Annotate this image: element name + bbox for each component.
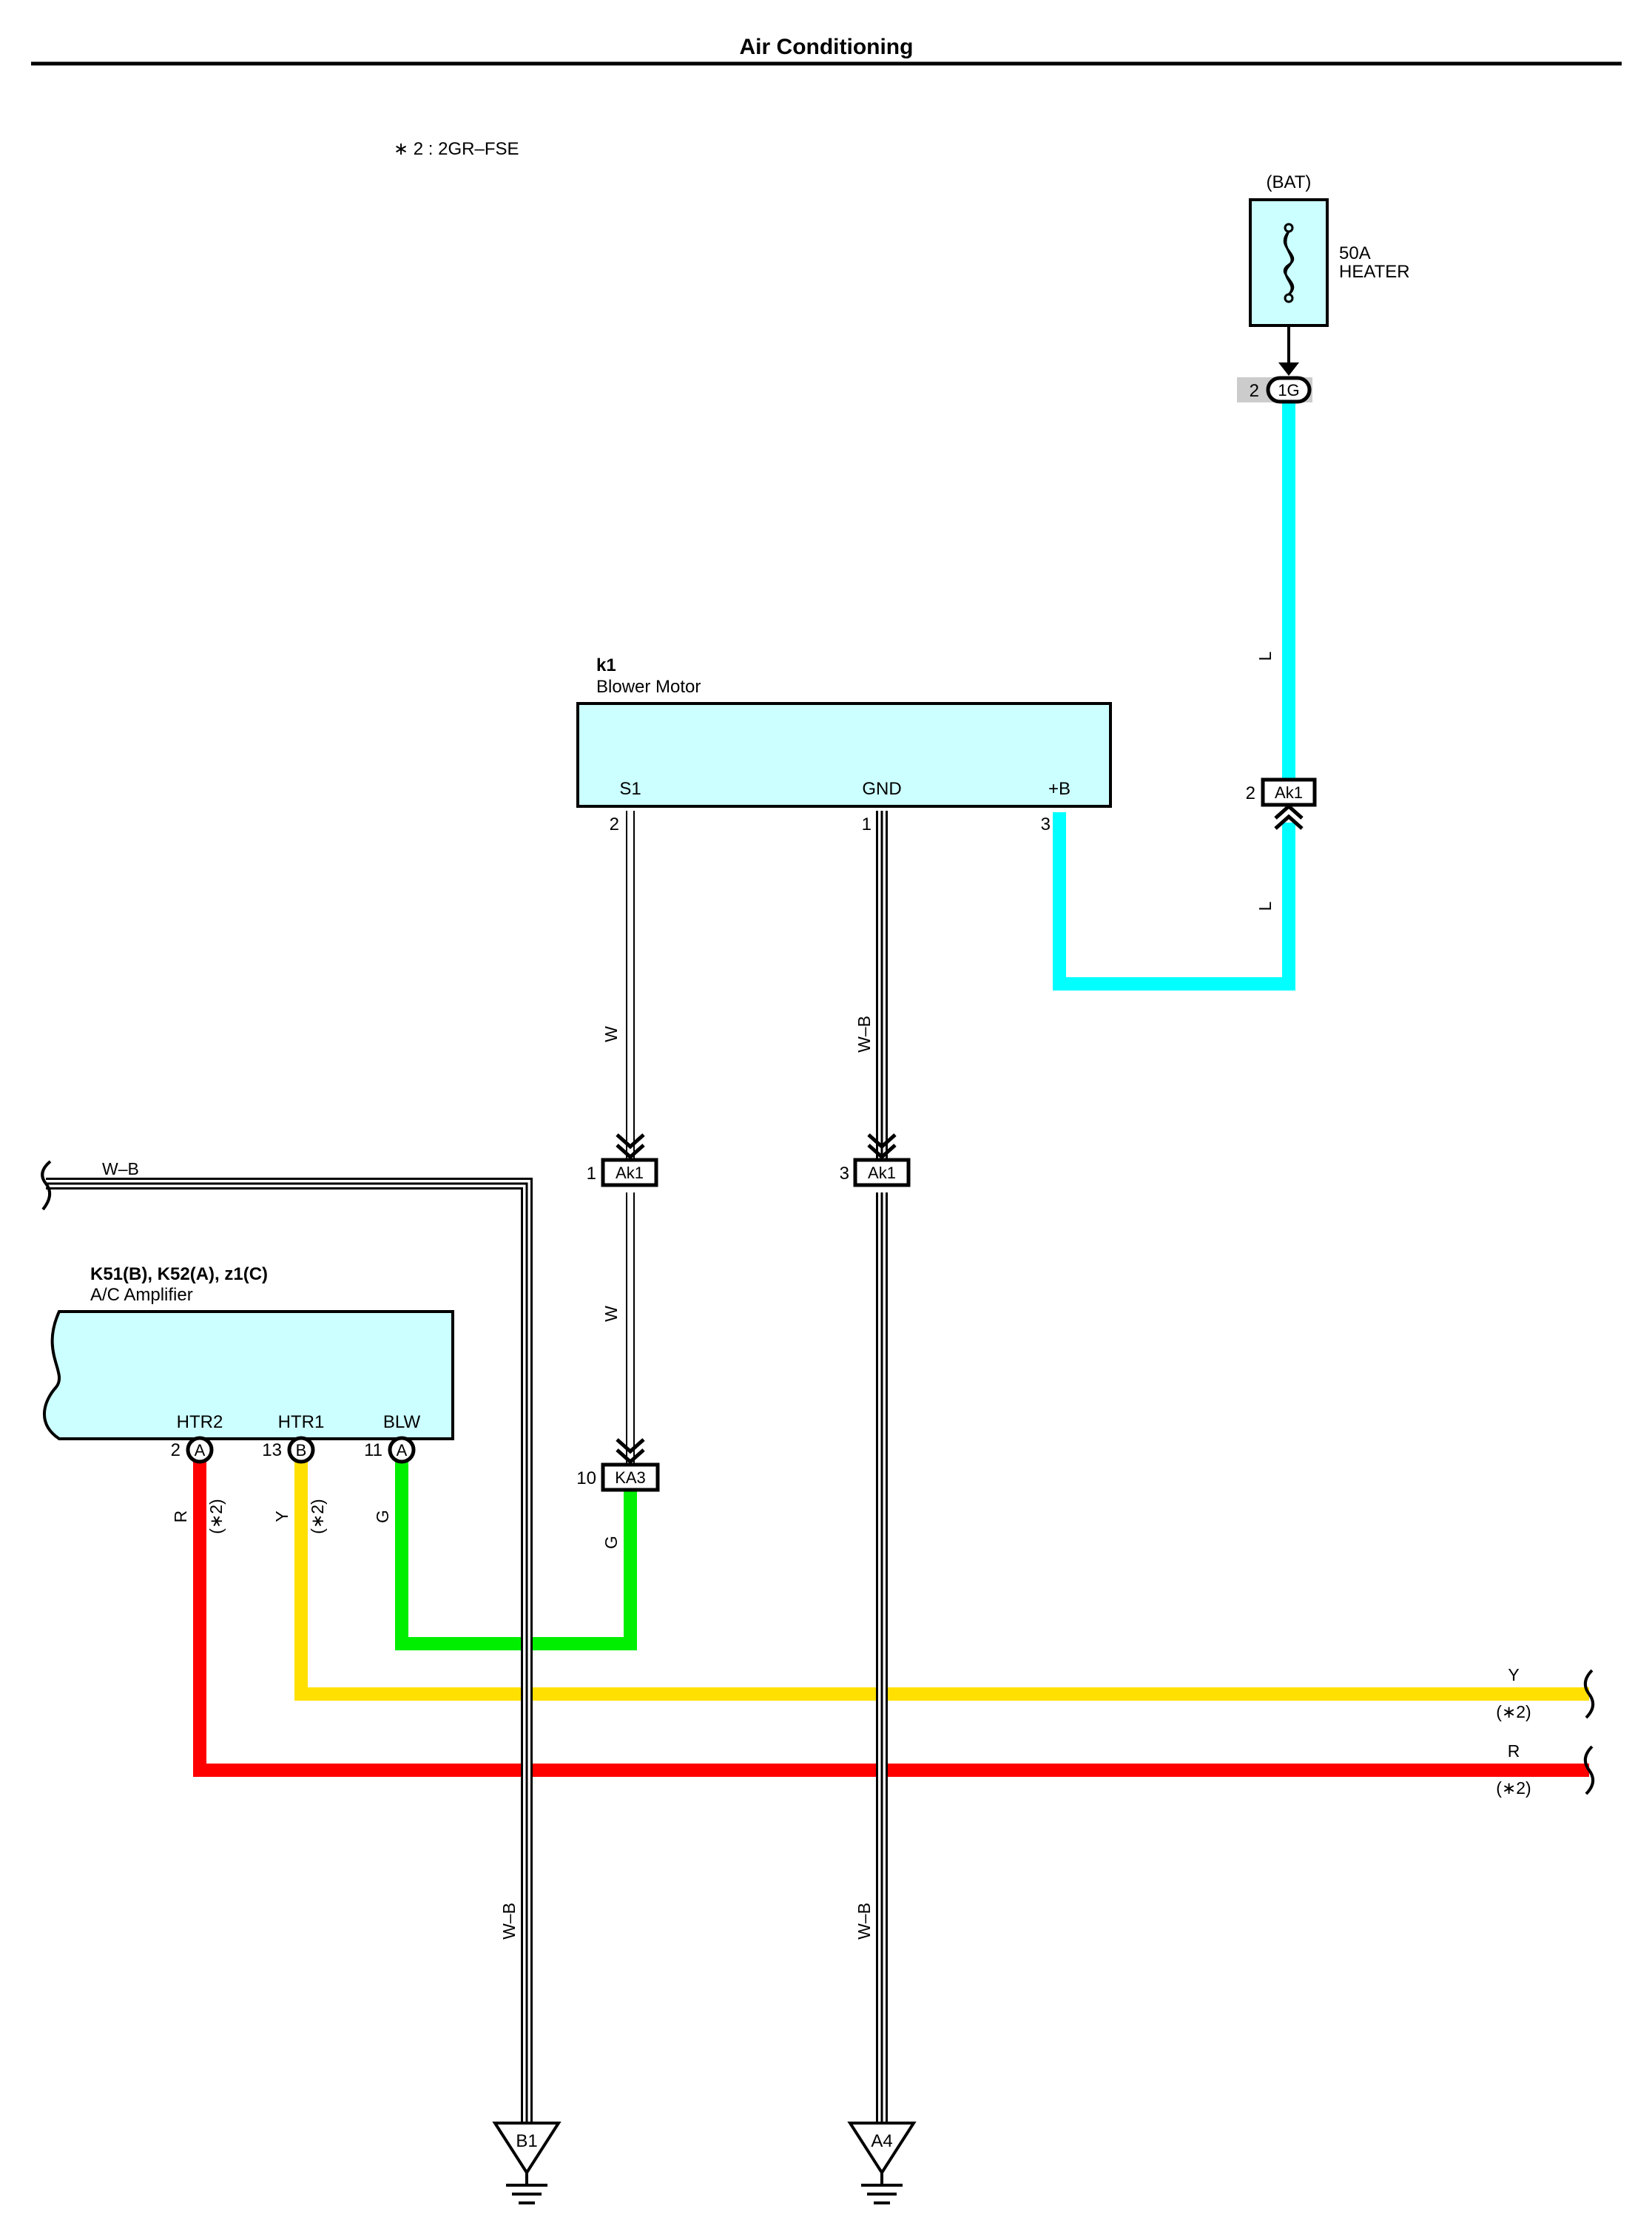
wire-wb-b1 (46, 1178, 533, 2123)
blower-pin-gnd: 1 (862, 814, 871, 834)
blower-motor-box (576, 702, 1112, 808)
ground-a4-label: A4 (871, 2131, 892, 2151)
fuse-icon (1283, 223, 1295, 303)
amp-connector-htr1-label: B (296, 1441, 307, 1460)
fuse-supply-label: (BAT) (1267, 172, 1312, 192)
wire-break-red (1583, 1745, 1595, 1795)
wire-label-wb-gnd-lower: W–B (854, 1903, 874, 1940)
wire-label-wb-b1: W–B (499, 1903, 519, 1940)
wire-label-w-upper: W (601, 1026, 621, 1042)
connector-ak1-upper-label: Ak1 (1275, 783, 1303, 802)
wire-label-r-right-note: (∗2) (1496, 1778, 1531, 1798)
amp-pin-htr1: 13 (262, 1440, 282, 1460)
blower-motor-name: Blower Motor (596, 677, 701, 697)
connector-ak1-gnd (853, 1158, 911, 1187)
amp-connector-htr2 (186, 1436, 214, 1464)
fuse-name: HEATER (1339, 262, 1410, 282)
amp-connector-blw (388, 1436, 416, 1464)
wire-l-plus-b (1053, 403, 1295, 991)
wire-label-w-lower: W (601, 1306, 621, 1322)
wire-label-y-htr1-note: (∗2) (308, 1499, 327, 1533)
fuse-rating: 50A (1339, 243, 1371, 263)
amplifier-box (43, 1310, 454, 1440)
wire-g-blw (395, 1461, 637, 1650)
connector-ak1-s1-label: Ak1 (616, 1164, 644, 1182)
connector-ak1-s1 (601, 1158, 658, 1187)
connector-ak1-upper-pin: 2 (1246, 783, 1255, 803)
amp-pin-blw: 11 (364, 1440, 382, 1460)
amplifier-code: K51(B), K52(A), z1(C) (90, 1264, 268, 1284)
blower-pin-s1: 2 (610, 814, 619, 834)
connector-ak1-gnd-pin: 3 (840, 1164, 849, 1184)
wire-label-wb-top: W–B (102, 1159, 139, 1178)
wire-label-r-htr2: R (171, 1511, 190, 1523)
fuse-arrow-icon (1278, 362, 1299, 376)
connector-ak1-upper-chevron-icon (1274, 803, 1304, 830)
wire-break-yellow (1583, 1669, 1595, 1719)
ground-b1-label: B1 (516, 2131, 537, 2151)
amp-terminal-htr2: HTR2 (177, 1412, 223, 1432)
wire-break-left (41, 1160, 52, 1211)
connector-ka3-label: KA3 (615, 1468, 646, 1487)
amplifier-name: A/C Amplifier (90, 1285, 193, 1305)
fuse-box (1249, 198, 1329, 327)
amp-connector-htr2-label: A (195, 1441, 206, 1460)
blower-terminal-s1: S1 (619, 779, 641, 799)
connector-1g (1266, 376, 1312, 404)
blower-terminal-plus-b: +B (1048, 779, 1071, 799)
wire-label-r-htr2-note: (∗2) (206, 1499, 226, 1533)
amp-terminal-blw: BLW (383, 1412, 421, 1432)
wire-label-l-lower: L (1255, 901, 1275, 911)
wire-label-g-blw: G (373, 1510, 392, 1523)
amp-connector-blw-label: A (397, 1441, 408, 1460)
wire-label-r-right: R (1508, 1741, 1520, 1761)
connector-ka3-chevron-icon (616, 1438, 645, 1465)
wire-y-htr1 (294, 1461, 1589, 1701)
connector-ka3 (601, 1462, 660, 1492)
amp-terminal-htr1: HTR1 (278, 1412, 325, 1432)
ground-b1-icon (492, 2122, 562, 2204)
connector-ak1-gnd-chevron-icon (867, 1133, 897, 1160)
blower-motor-code: k1 (596, 655, 616, 675)
footnote: ∗ 2 : 2GR–FSE (394, 139, 519, 159)
wire-label-y-right-note: (∗2) (1496, 1702, 1531, 1721)
connector-ka3-pin: 10 (576, 1468, 596, 1488)
wire-label-y-right: Y (1508, 1665, 1519, 1684)
connector-ak1-gnd-label: Ak1 (868, 1164, 896, 1182)
wire-label-wb-gnd-upper: W–B (854, 1016, 874, 1053)
amp-pin-htr2: 2 (171, 1440, 181, 1460)
blower-terminal-gnd: GND (862, 779, 901, 799)
connector-1g-pin: 2 (1250, 381, 1259, 401)
connector-1g-label: 1G (1278, 381, 1299, 399)
amp-connector-htr1 (287, 1436, 315, 1464)
wire-label-l-upper: L (1255, 651, 1275, 661)
wire-label-g-ka3: G (601, 1536, 621, 1549)
page-title: Air Conditioning (740, 35, 914, 59)
connector-ak1-s1-chevron-icon (616, 1133, 645, 1160)
connector-ak1-s1-pin: 1 (587, 1164, 596, 1184)
blower-pin-plus-b: 3 (1041, 814, 1051, 834)
wire-label-y-htr1: Y (272, 1511, 291, 1522)
wire-r-htr2 (193, 1461, 1589, 1777)
ground-a4-icon (847, 2122, 917, 2204)
